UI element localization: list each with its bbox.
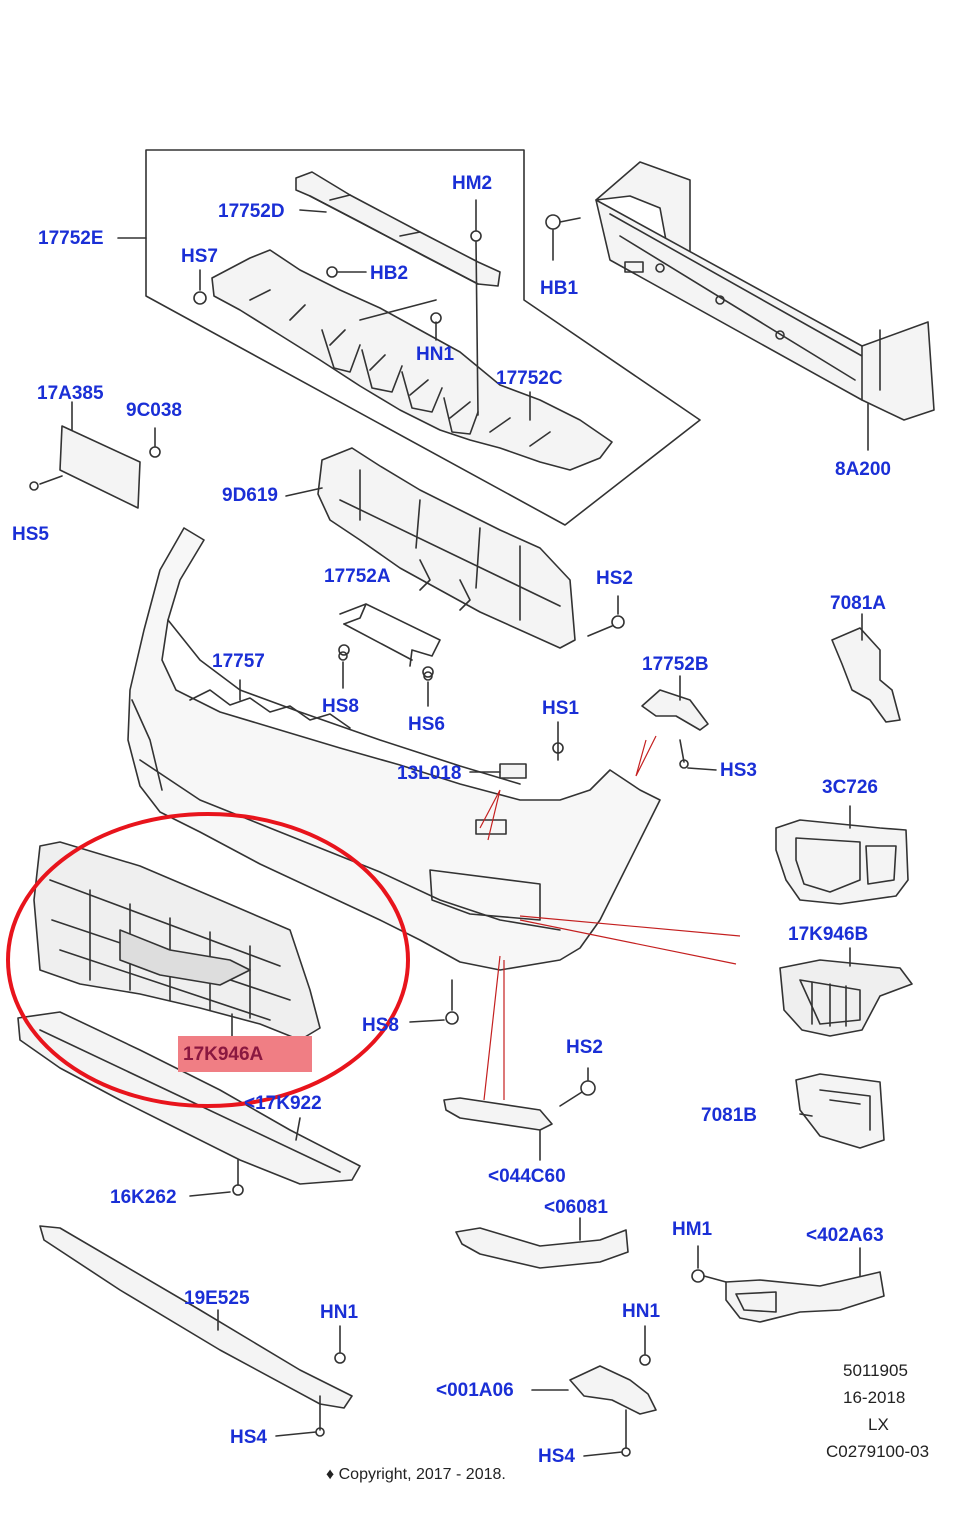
label-13L018[interactable]: 13L018 xyxy=(397,763,462,784)
fastener-HN1-top xyxy=(359,299,442,341)
group-outline xyxy=(145,149,701,526)
label-HS2-bottom[interactable]: HS2 xyxy=(566,1037,603,1058)
part-17K946A xyxy=(33,841,321,1041)
label-17757[interactable]: 17757 xyxy=(212,651,265,672)
fastener-HS2-top xyxy=(587,595,625,637)
label-HS8-top[interactable]: HS8 xyxy=(322,696,359,717)
fastener-HS8-top xyxy=(338,651,348,689)
fastener-HS7 xyxy=(193,269,207,305)
label-HS7[interactable]: HS7 xyxy=(181,246,218,267)
part-06081 xyxy=(455,1217,629,1269)
label-06081[interactable]: <06081 xyxy=(544,1197,608,1218)
label-17752A[interactable]: 17752A xyxy=(324,566,391,587)
part-7081B xyxy=(795,1073,885,1149)
fastener-HN1-left xyxy=(334,1325,346,1364)
part-17A385 xyxy=(29,401,161,509)
label-HS3[interactable]: HS3 xyxy=(720,760,757,781)
highlight-box xyxy=(178,1036,312,1072)
part-13L018 xyxy=(469,721,564,779)
label-17K946A[interactable]: 17K946A xyxy=(183,1044,264,1065)
part-8A200 xyxy=(595,161,935,421)
label-HS8-bottom[interactable]: HS8 xyxy=(362,1015,399,1036)
part-044C60 xyxy=(443,1097,553,1161)
fastener-HS4-right xyxy=(583,1409,631,1457)
part-17K922 xyxy=(17,1011,361,1185)
drawing-date: 16-2018 xyxy=(843,1388,906,1407)
label-HM1[interactable]: HM1 xyxy=(672,1219,713,1240)
label-9D619[interactable]: 9D619 xyxy=(222,485,278,506)
fastener-HS4-left xyxy=(275,1395,325,1437)
label-8A200[interactable]: 8A200 xyxy=(835,459,891,480)
part-17752D xyxy=(295,171,501,287)
fastener-HS2-bottom xyxy=(559,1067,596,1107)
label-17K922[interactable]: <17K922 xyxy=(244,1093,322,1114)
label-9C038[interactable]: 9C038 xyxy=(126,400,182,421)
label-7081A[interactable]: 7081A xyxy=(830,593,886,614)
drawing-code: 5011905 xyxy=(843,1361,908,1380)
fastener-HS8-bottom xyxy=(409,979,459,1025)
part-17752C xyxy=(211,249,613,471)
label-17752D[interactable]: 17752D xyxy=(218,201,285,222)
label-HN1-top[interactable]: HN1 xyxy=(416,344,455,365)
fastener-HM2 xyxy=(470,199,482,416)
copyright-notice: ♦ Copyright, 2017 - 2018. xyxy=(326,1466,506,1483)
label-7081B[interactable]: 7081B xyxy=(701,1105,757,1126)
label-19E525[interactable]: 19E525 xyxy=(184,1288,250,1309)
label-17752B[interactable]: 17752B xyxy=(642,654,709,675)
fastener-HS6 xyxy=(423,671,433,707)
label-3C726[interactable]: 3C726 xyxy=(822,777,878,798)
part-17752B xyxy=(641,675,717,771)
label-HS5[interactable]: HS5 xyxy=(12,524,49,545)
fastener-HM1 xyxy=(691,1245,727,1283)
label-HN1-right[interactable]: HN1 xyxy=(622,1301,661,1322)
part-7081A xyxy=(831,613,901,723)
fastener-HN1-right xyxy=(639,1325,651,1366)
part-402A63 xyxy=(725,1247,885,1323)
part-001A06 xyxy=(531,1365,657,1415)
part-9D619 xyxy=(317,447,576,649)
highlight-ellipse xyxy=(6,812,410,1108)
label-HS2-top[interactable]: HS2 xyxy=(596,568,633,589)
drawing-ref: C0279100-03 xyxy=(826,1442,930,1461)
label-402A63[interactable]: <402A63 xyxy=(806,1225,884,1246)
label-HS4-left[interactable]: HS4 xyxy=(230,1427,267,1448)
label-HS4-right[interactable]: HS4 xyxy=(538,1446,575,1467)
part-17757 xyxy=(127,527,661,971)
label-17752C[interactable]: 17752C xyxy=(496,368,563,389)
part-17K946B xyxy=(779,959,913,1037)
part-3C726 xyxy=(775,819,909,905)
label-HM2[interactable]: HM2 xyxy=(452,173,493,194)
fastener-HB2 xyxy=(326,266,367,278)
label-HS1[interactable]: HS1 xyxy=(542,698,579,719)
part-17752A xyxy=(338,603,441,678)
label-001A06[interactable]: <001A06 xyxy=(436,1380,514,1401)
label-HB1[interactable]: HB1 xyxy=(540,278,579,299)
drawing-model: LX xyxy=(868,1415,889,1434)
label-HS6[interactable]: HS6 xyxy=(408,714,445,735)
fastener-HB1 xyxy=(545,214,581,261)
label-16K262[interactable]: 16K262 xyxy=(110,1187,177,1208)
label-17A385[interactable]: 17A385 xyxy=(37,383,104,404)
label-17752E[interactable]: 17752E xyxy=(38,228,104,249)
part-19E525 xyxy=(39,1225,353,1409)
fastener-16K262 xyxy=(232,1159,244,1196)
label-044C60[interactable]: <044C60 xyxy=(488,1166,566,1187)
label-17K946B[interactable]: 17K946B xyxy=(788,924,869,945)
label-HN1-left[interactable]: HN1 xyxy=(320,1302,359,1323)
label-HB2[interactable]: HB2 xyxy=(370,263,409,284)
